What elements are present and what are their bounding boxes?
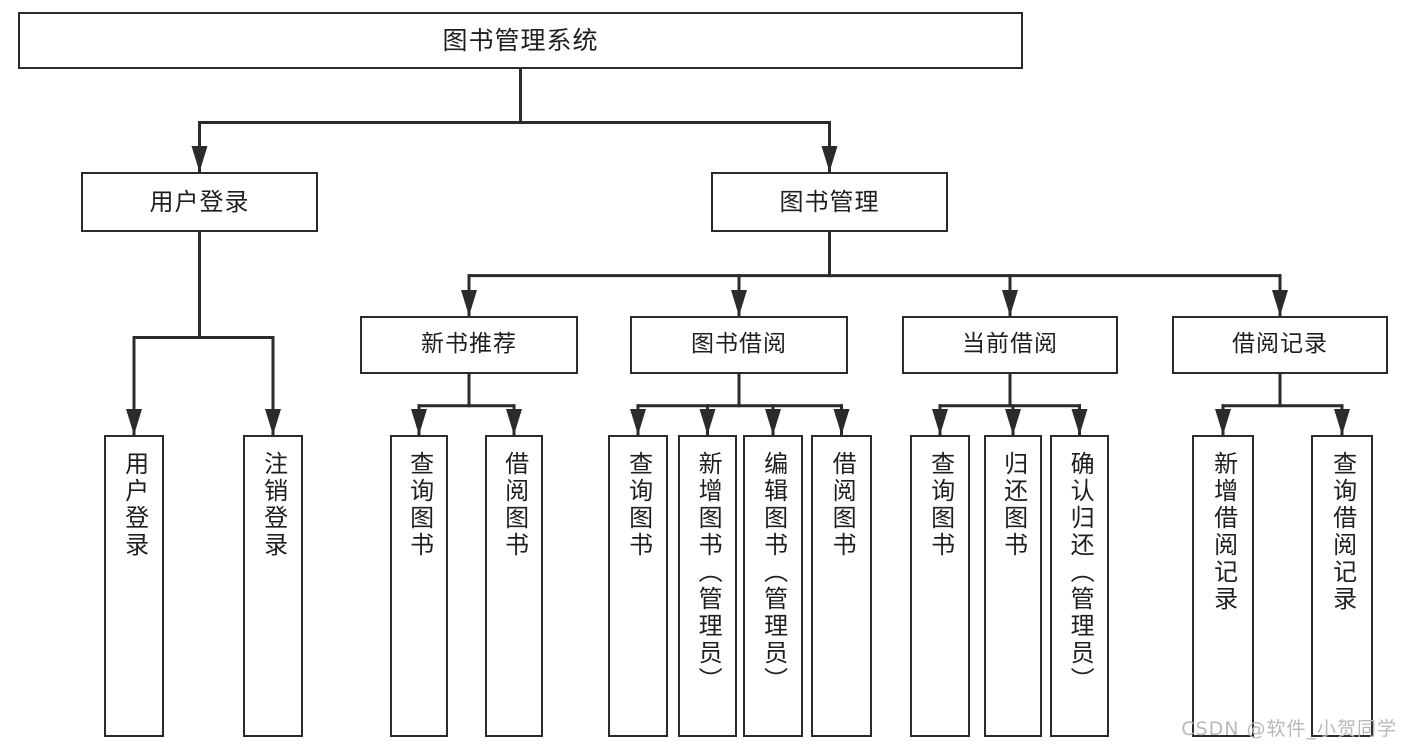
node-label: 查询图书	[926, 451, 955, 559]
leaf-borrow-edit-book-admin[interactable]: 编辑图书（管理员）	[743, 435, 803, 737]
leaf-borrow-borrow-book[interactable]: 借阅图书	[811, 435, 872, 737]
node-label: 用户登录	[120, 451, 149, 559]
node-label: 当前借阅	[962, 331, 1058, 358]
node-label: 图书管理	[779, 187, 880, 216]
node-book-management[interactable]: 图书管理	[711, 172, 948, 232]
node-label: 查询图书	[405, 451, 434, 559]
leaf-recommend-borrow-book[interactable]: 借阅图书	[485, 435, 543, 737]
node-label: 查询图书	[624, 451, 653, 559]
node-label: 查询借阅记录	[1328, 451, 1357, 613]
leaf-user-login[interactable]: 用户登录	[104, 435, 164, 737]
leaf-current-confirm-return-admin[interactable]: 确认归还（管理员）	[1050, 435, 1109, 737]
leaf-current-query-book[interactable]: 查询图书	[910, 435, 970, 737]
node-label: 注销登录	[259, 451, 288, 559]
node-label: 图书管理系统	[442, 25, 599, 55]
node-root-system[interactable]: 图书管理系统	[18, 12, 1023, 69]
leaf-user-logout[interactable]: 注销登录	[243, 435, 303, 737]
node-label: 新书推荐	[421, 331, 517, 358]
node-label: 借阅图书	[500, 451, 529, 559]
leaf-recommend-query-book[interactable]: 查询图书	[390, 435, 448, 737]
leaf-current-return-book[interactable]: 归还图书	[984, 435, 1042, 737]
leaf-record-query-loan-record[interactable]: 查询借阅记录	[1311, 435, 1373, 737]
leaf-borrow-query-book[interactable]: 查询图书	[608, 435, 668, 737]
leaf-borrow-add-book-admin[interactable]: 新增图书（管理员）	[678, 435, 737, 737]
node-label: 新增借阅记录	[1209, 451, 1238, 613]
node-label: 图书借阅	[691, 331, 787, 358]
node-loan-records[interactable]: 借阅记录	[1172, 316, 1388, 374]
node-label: 确认归还（管理员）	[1066, 451, 1095, 694]
node-label: 新增图书（管理员）	[694, 451, 723, 694]
node-book-borrowing[interactable]: 图书借阅	[630, 316, 848, 374]
csdn-watermark: CSDN @软件_小贺同学	[1181, 718, 1397, 740]
leaf-record-add-loan-record[interactable]: 新增借阅记录	[1192, 435, 1254, 737]
node-label: 借阅记录	[1232, 331, 1328, 358]
node-user-login[interactable]: 用户登录	[81, 172, 318, 232]
node-label: 借阅图书	[828, 451, 857, 559]
node-label: 用户登录	[149, 187, 250, 216]
node-label: 归还图书	[999, 451, 1028, 559]
node-current-loans[interactable]: 当前借阅	[902, 316, 1118, 374]
node-new-book-recommendation[interactable]: 新书推荐	[360, 316, 578, 374]
node-label: 编辑图书（管理员）	[759, 451, 788, 694]
